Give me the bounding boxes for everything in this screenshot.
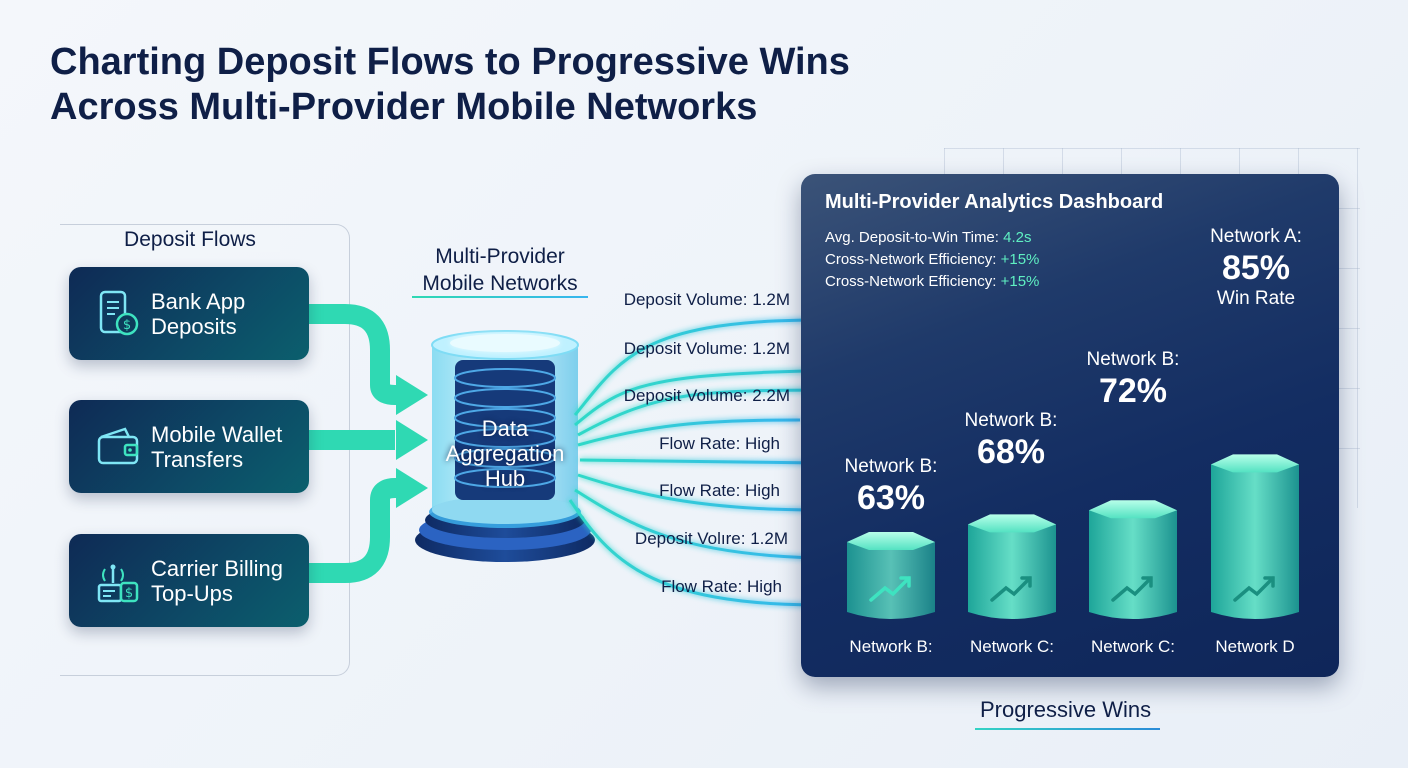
bar-category-1: Network B: [849, 637, 933, 656]
flow-line-8 [568, 499, 821, 607]
flow-line-7 [574, 488, 821, 560]
bar-3-cap [1089, 500, 1177, 519]
bar-title-1: Network B: 63% [821, 456, 961, 518]
hub-heading-line-2: Mobile Networks [422, 272, 578, 295]
stat-2-value: +15% [1000, 251, 1040, 268]
hub-label-line-3: Hub [484, 466, 526, 491]
bar-title-4-extra: Win Rate [1216, 288, 1296, 309]
flow-label-6: Deposit Volıre: 1.2M [634, 529, 788, 548]
bar-2 [968, 514, 1056, 619]
trend-up-icon [1111, 576, 1153, 602]
flow-label-2: Deposit Volume: 1.2M [623, 339, 790, 358]
page-title-line-2: Across Multi-Provider Mobile Networks [50, 86, 758, 128]
bar-title-4: Network A: 85% Win Rate [1186, 226, 1326, 310]
bar-3-body [1089, 510, 1177, 619]
stat-3-value: +15% [1000, 273, 1040, 290]
flow-label-1: Deposit Volume: 1.2M [623, 290, 790, 309]
stat-1-label: Avg. Deposit-to-Win Time: [825, 229, 1004, 246]
bar-1 [847, 532, 935, 619]
bar-title-2: Network B: 68% [941, 410, 1081, 472]
svg-text:$: $ [125, 586, 133, 601]
bar-2-cap [968, 514, 1056, 533]
flow-line-1 [573, 318, 821, 416]
flow-label-7: Flow Rate: High [661, 577, 782, 596]
hub-heading: Multi-Provider Mobile Networks [405, 243, 595, 297]
hub-label-line-1: Data [481, 416, 529, 441]
bar-1-cap [847, 532, 935, 550]
bar-3 [1089, 500, 1177, 619]
mobile-wallet-transfers-card[interactable]: Mobile Wallet Transfers [69, 400, 309, 493]
page-title-line-1: Charting Deposit Flows to Progressive Wi… [50, 41, 850, 83]
bar-title-2-value: 68% [976, 433, 1046, 471]
flow-label-3: Deposit Volume: 2.2M [623, 386, 790, 405]
dashboard-stat-1: Avg. Deposit-to-Win Time: 4.2s [825, 229, 1031, 246]
bank-app-deposits-card[interactable]: $ Bank App Deposits [69, 267, 309, 360]
bar-title-3-value: 72% [1098, 372, 1168, 410]
data-aggregation-hub: Data Aggregation Hub [420, 416, 590, 491]
bank-app-deposits-line-1: Bank App [151, 288, 246, 314]
carrier-billing-line-2: Top-Ups [151, 580, 233, 606]
bar-category-3: Network C: [1090, 637, 1176, 656]
bar-title-1-name: Network B: [844, 456, 938, 477]
bar-category-2: Network C: [969, 637, 1055, 656]
trend-up-icon [869, 576, 911, 602]
stat-3-label: Cross-Network Efficiency: [825, 273, 1001, 290]
bar-2-body [968, 524, 1056, 619]
hub-label-line-2: Aggregation [445, 441, 565, 466]
carrier-billing-line-1: Carrier Billing [151, 555, 284, 581]
bank-app-deposits-line-2: Deposits [151, 313, 237, 339]
arrow-bank-to-hub [309, 304, 398, 405]
hub-heading-line-1: Multi-Provider [435, 245, 565, 268]
bar-title-3: Network B: 72% [1063, 349, 1203, 411]
dashboard-stat-3: Cross-Network Efficiency: +15% [825, 273, 1039, 290]
carrier-billing-icon: $ [97, 564, 139, 602]
page-title: Charting Deposit Flows to Progressive Wi… [50, 40, 850, 130]
wallet-icon [97, 426, 139, 464]
progressive-wins-label: Progressive Wins [980, 697, 1152, 722]
mobile-wallet-line-1: Mobile Wallet [151, 421, 283, 447]
stat-1-value: 4.2s [1003, 229, 1032, 246]
mobile-wallet-line-2: Transfers [151, 446, 244, 472]
stat-2-label: Cross-Network Efficiency: [825, 251, 1001, 268]
carrier-billing-topups-card[interactable]: $ Carrier Billing Top-Ups [69, 534, 309, 627]
flow-line-4 [577, 418, 801, 447]
bar-1-body [847, 542, 935, 619]
flow-label-4: Flow Rate: High [659, 434, 780, 453]
trend-up-icon [990, 576, 1032, 602]
bar-4-cap [1211, 454, 1299, 473]
flow-line-5 [579, 458, 821, 465]
bar-4-body [1211, 464, 1299, 619]
dashboard-title: Multi-Provider Analytics Dashboard [825, 191, 1164, 213]
arrow-carrier-to-hub [309, 478, 398, 583]
bar-title-1-value: 63% [856, 479, 926, 517]
phone-bank-icon: $ [99, 290, 139, 335]
flow-label-5: Flow Rate: High [659, 481, 780, 500]
bar-category-4: Network D [1215, 637, 1295, 656]
svg-text:$: $ [123, 318, 131, 333]
deposit-flows-heading: Deposit Flows [100, 228, 280, 252]
bar-title-4-name: Network A: [1210, 226, 1302, 247]
trend-up-icon [1233, 576, 1275, 602]
bar-title-2-name: Network B: [964, 410, 1058, 431]
bar-title-3-name: Network B: [1086, 349, 1180, 370]
progressive-wins-underline [975, 728, 1160, 730]
bar-title-4-value: 85% [1221, 249, 1291, 287]
dashboard-stat-2: Cross-Network Efficiency: +15% [825, 251, 1039, 268]
bar-4 [1211, 454, 1299, 619]
hub-heading-underline [412, 296, 588, 298]
flow-line-6 [577, 473, 821, 512]
